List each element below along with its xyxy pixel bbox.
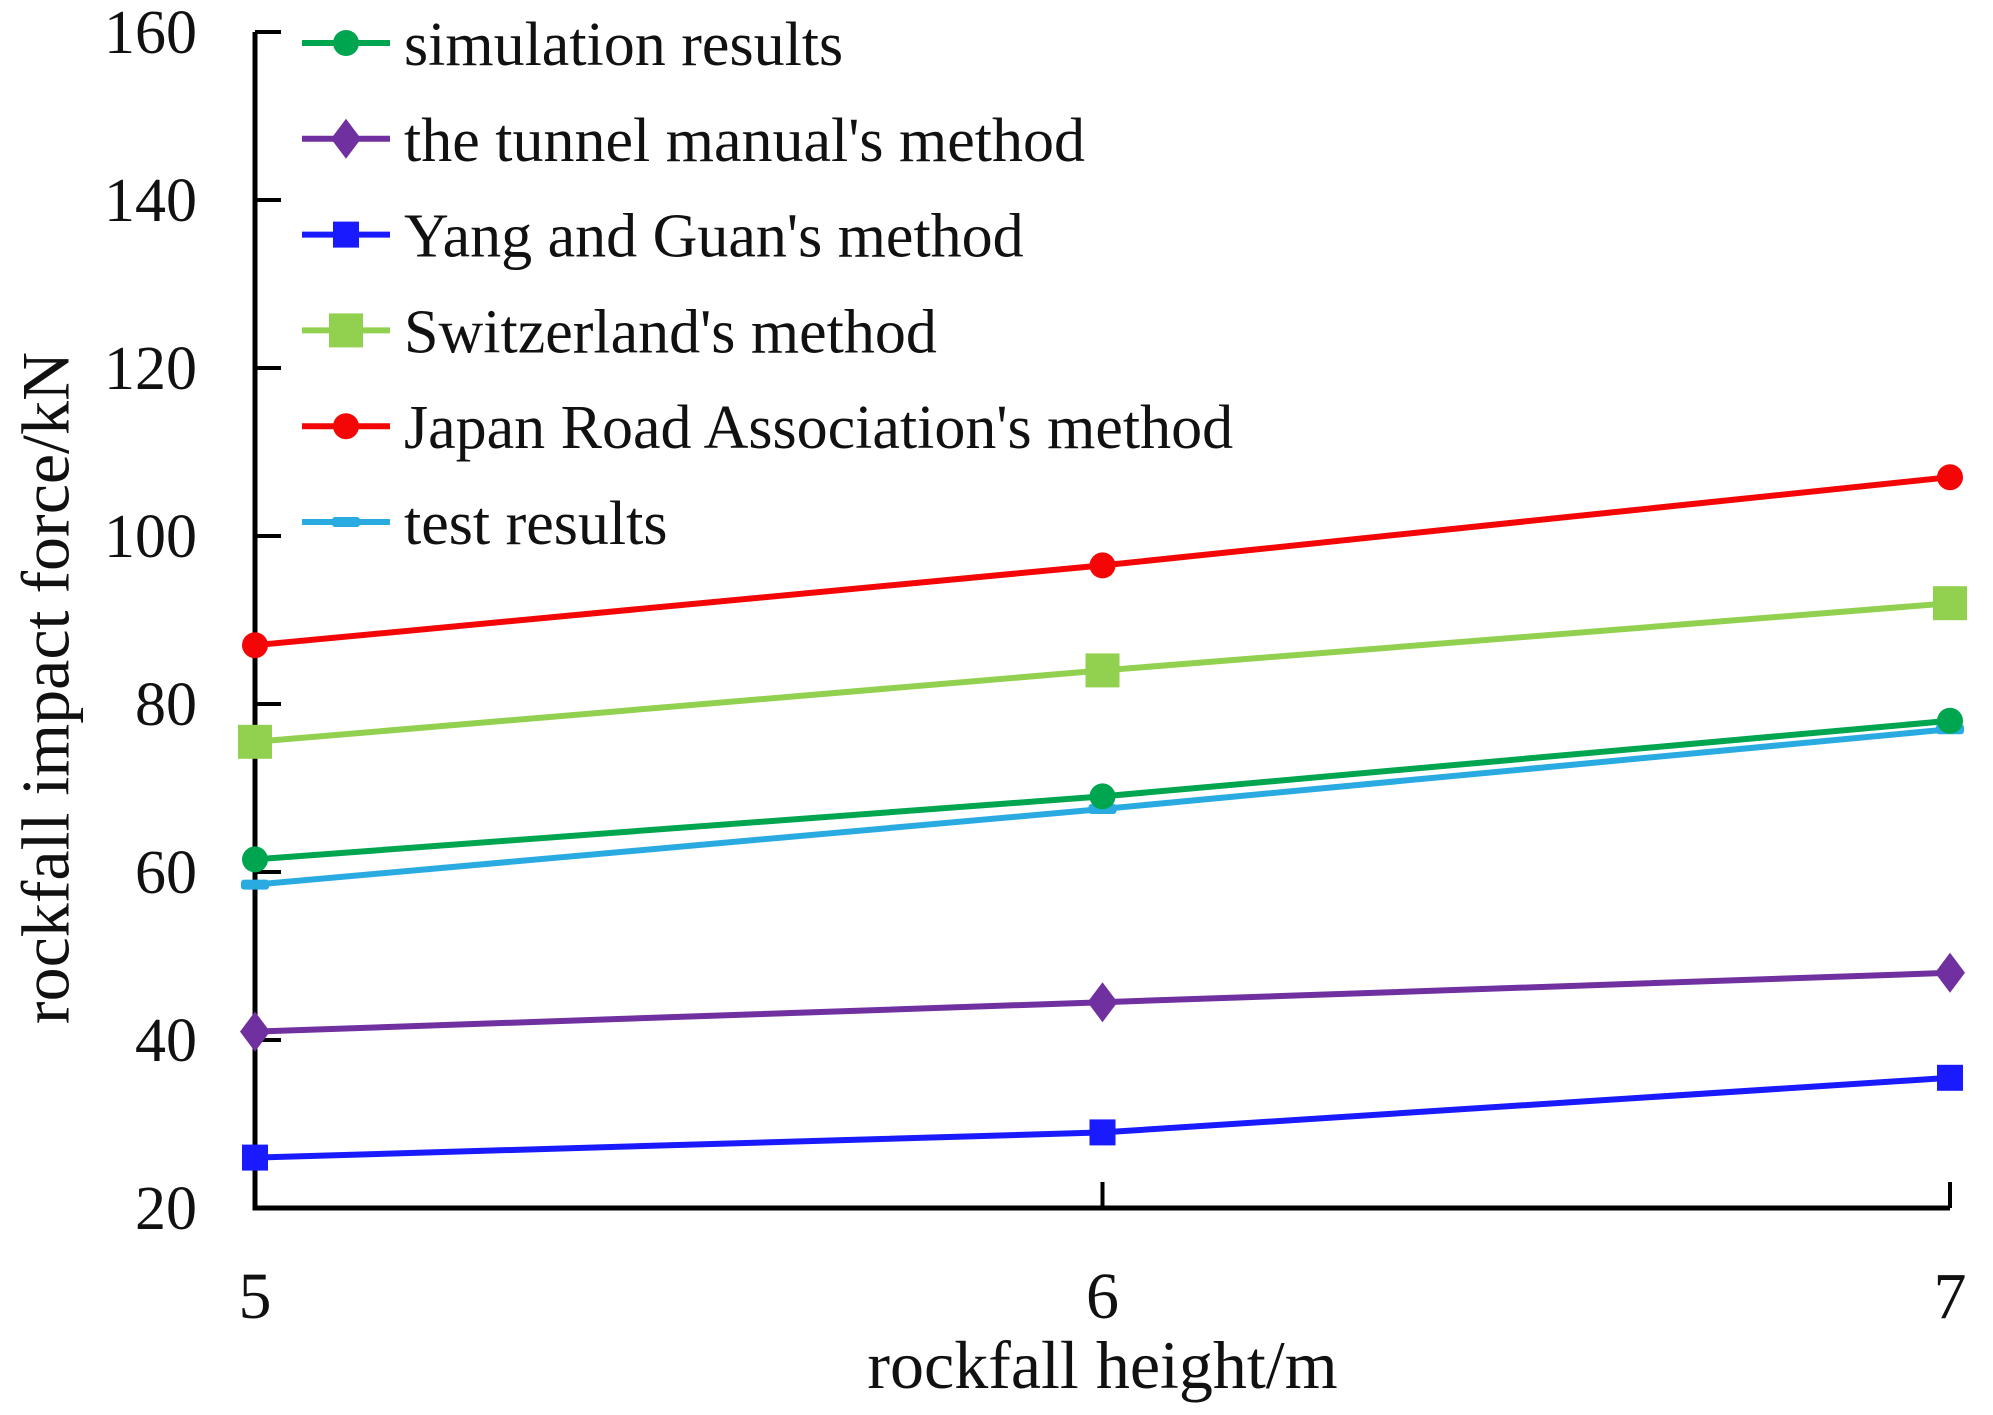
data-point-marker (1087, 982, 1118, 1023)
legend-item-the-tunnel-manual-s-method: the tunnel manual's method (302, 107, 1085, 175)
y-tick-label: 160 (104, 0, 197, 67)
legend-item-switzerland-s-method: Switzerland's method (302, 298, 937, 366)
data-point-marker (240, 1011, 270, 1052)
legend: simulation results the tunnel manual's me… (302, 11, 1233, 558)
legend-label: the tunnel manual's method (404, 107, 1085, 175)
y-tick-label: 80 (135, 671, 197, 739)
legend-item-japan-road-association-s-method: Japan Road Association's method (302, 394, 1233, 462)
legend-marker (329, 313, 363, 348)
legend-marker (333, 221, 359, 248)
legend-label: Switzerland's method (404, 298, 937, 366)
legend-label: simulation results (404, 11, 843, 79)
data-point-marker (242, 1144, 268, 1171)
data-point-marker (238, 724, 272, 759)
x-axis: 5 6 7 (239, 1182, 1967, 1333)
data-point-marker (242, 846, 268, 873)
y-tick-label: 100 (104, 503, 197, 571)
y-axis: 20 40 60 80 100 120 140 160 (104, 0, 281, 1243)
y-tick-label: 60 (135, 839, 197, 907)
legend-label: Yang and Guan's method (404, 203, 1024, 271)
x-tick-label: 5 (239, 1260, 272, 1333)
series-the-tunnel-manual-s-method (240, 952, 1965, 1052)
series-japan-road-association-s-method (242, 464, 1963, 659)
y-tick-label: 120 (104, 335, 197, 403)
y-tick-label: 20 (135, 1175, 197, 1243)
data-point-marker (1937, 1064, 1963, 1091)
legend-item-yang-and-guan-s-method: Yang and Guan's method (302, 203, 1024, 271)
data-point-marker (1089, 552, 1116, 579)
series-simulation-results (242, 707, 1963, 873)
data-point-marker (1935, 952, 1965, 993)
data-point-marker (1937, 707, 1963, 734)
legend-marker (332, 517, 360, 527)
data-point-marker (1937, 464, 1963, 491)
x-tick-label: 6 (1086, 1260, 1119, 1333)
series-switzerland-s-method (238, 586, 1967, 759)
data-point-marker (1089, 783, 1116, 810)
series-yang-and-guan-s-method (242, 1064, 1963, 1171)
x-tick-label: 7 (1934, 1260, 1967, 1333)
y-axis-title: rockfall impact force/kN (7, 351, 84, 1025)
data-point-marker (242, 632, 268, 659)
legend-label: Japan Road Association's method (404, 394, 1233, 462)
legend-item-test-results: test results (302, 490, 667, 558)
legend-marker (333, 30, 359, 56)
data-point-marker (1085, 653, 1120, 688)
legend-marker (333, 413, 359, 440)
legend-marker (331, 118, 361, 159)
x-axis-title: rockfall height/m (867, 1327, 1338, 1403)
legend-label: test results (404, 490, 667, 558)
legend-item-simulation-results: simulation results (302, 11, 843, 79)
data-point-marker (1089, 1119, 1116, 1146)
data-point-marker (241, 879, 269, 890)
series-line (254, 1074, 1951, 1161)
series-group (238, 464, 1967, 1171)
y-tick-label: 140 (104, 167, 197, 235)
data-point-marker (1933, 586, 1967, 621)
y-tick-label: 40 (135, 1007, 197, 1075)
